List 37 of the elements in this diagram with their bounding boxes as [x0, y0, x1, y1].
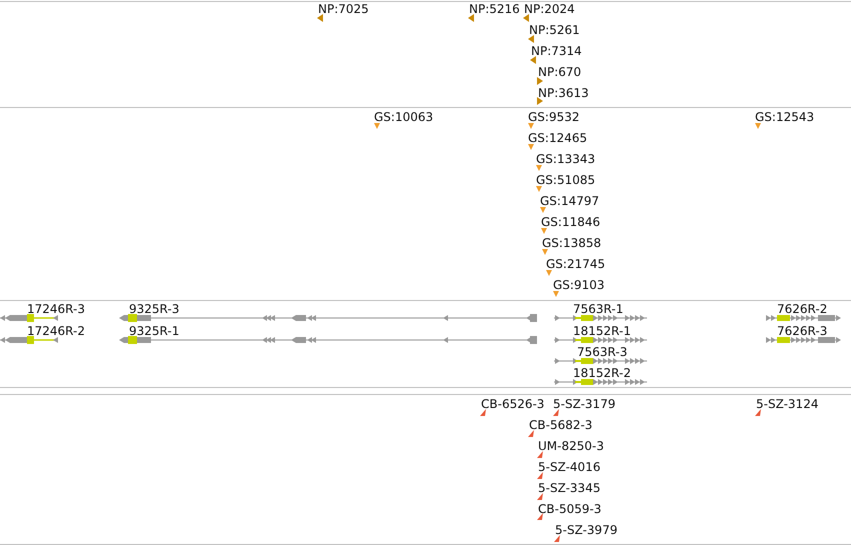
feature-label: NP:2024 — [524, 2, 575, 16]
feature-label: 5-SZ-3179 — [553, 397, 616, 411]
gene-label: 9325R-1 — [129, 324, 180, 338]
gene-label: 9325R-3 — [129, 302, 180, 316]
feature-label: 5-SZ-3979 — [555, 523, 618, 537]
feature-label: NP:670 — [538, 65, 582, 79]
feature-label: 5-SZ-4016 — [538, 460, 600, 474]
feature-label: NP:5216 — [469, 2, 520, 16]
feature-label: 5-SZ-3345 — [538, 481, 600, 495]
feature-label: NP:7314 — [531, 44, 582, 58]
feature-label: NP:5261 — [529, 23, 580, 37]
gene-label: 7626R-3 — [777, 324, 828, 338]
gene-label: 7563R-3 — [577, 345, 628, 359]
feature-label: GS:11846 — [541, 215, 600, 229]
gene-label: 7563R-1 — [573, 302, 624, 316]
feature-label: GS:9103 — [553, 278, 604, 292]
feature-label: 5-SZ-3124 — [756, 397, 818, 411]
feature-label: GS:13343 — [536, 152, 596, 166]
gene-label: 18152R-1 — [573, 324, 631, 338]
feature-label: GS:9532 — [528, 110, 580, 124]
feature-label: GS:13858 — [542, 236, 602, 250]
feature-label: CB-6526-3 — [481, 397, 544, 411]
feature-label: GS:51085 — [536, 173, 596, 187]
feature-label: CB-5059-3 — [538, 502, 602, 516]
feature-label: GS:12465 — [528, 131, 588, 145]
gene-label: 18152R-2 — [573, 366, 631, 380]
feature-label: GS:21745 — [546, 257, 606, 271]
gene-label: 7626R-2 — [777, 302, 828, 316]
feature-label: UM-8250-3 — [538, 439, 604, 453]
feature-label: GS:14797 — [540, 194, 600, 208]
gene-label: 17246R-3 — [27, 302, 85, 316]
feature-label: GS:12543 — [755, 110, 814, 124]
feature-label: CB-5682-3 — [529, 418, 592, 432]
feature-label: NP:3613 — [538, 86, 589, 100]
feature-label: NP:7025 — [318, 2, 369, 16]
feature-label: GS:10063 — [374, 110, 434, 124]
gene-label: 17246R-2 — [27, 324, 85, 338]
